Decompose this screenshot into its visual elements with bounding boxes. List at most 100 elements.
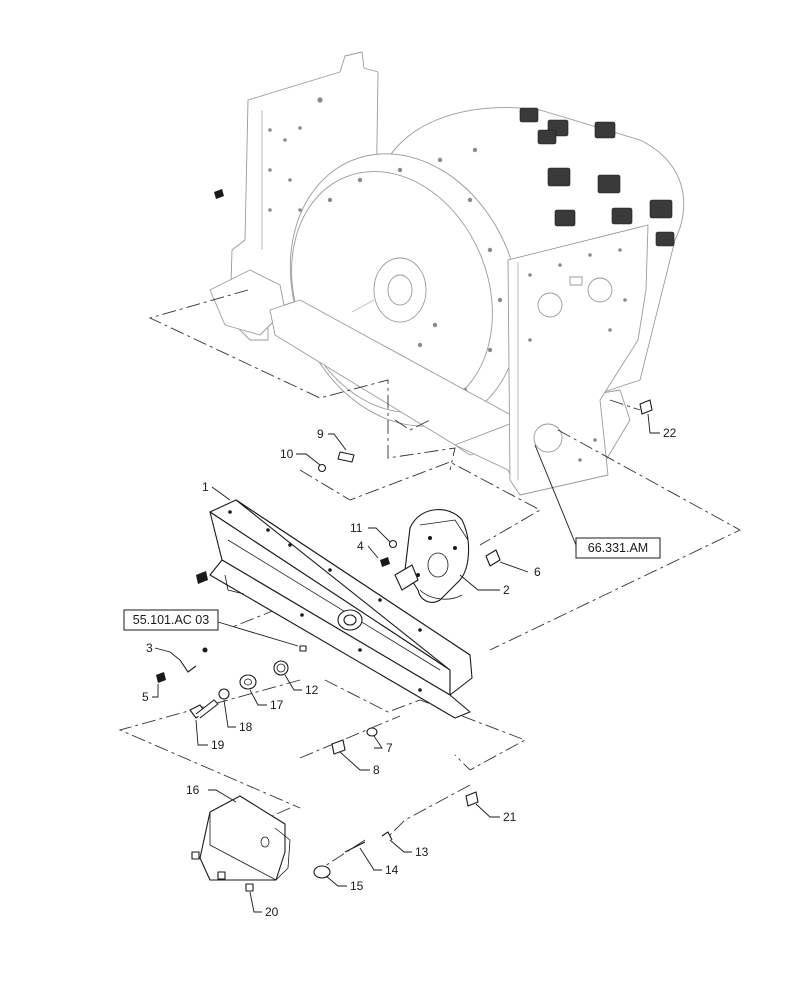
bolt	[327, 197, 333, 203]
bolt	[497, 297, 503, 303]
rotor-teeth	[519, 107, 675, 247]
leader-ref-55	[217, 621, 299, 647]
leader-16	[208, 789, 237, 803]
callout-12: 12	[305, 683, 319, 697]
callout-18: 18	[239, 720, 253, 734]
callout-4: 4	[357, 539, 364, 553]
hardware	[156, 189, 653, 879]
leader-12	[284, 674, 302, 691]
channel-hole	[418, 688, 422, 692]
callout-14: 14	[385, 863, 399, 877]
hole	[558, 263, 562, 267]
connector-55101	[299, 645, 307, 652]
leader-17	[249, 689, 267, 706]
hole	[528, 273, 532, 277]
shield-plate-hole	[428, 536, 432, 540]
callout-16: 16	[186, 783, 200, 797]
hole	[283, 138, 287, 142]
right-plate-holes	[528, 248, 627, 462]
channel-bottom-flange	[209, 559, 471, 719]
channel-inner-edge	[224, 574, 245, 595]
channel-inner-edge	[227, 539, 441, 671]
tooth	[597, 174, 621, 194]
shield-plate-hole	[453, 546, 457, 550]
tooth	[547, 167, 571, 187]
channel-hole	[288, 543, 292, 547]
bolt	[437, 157, 443, 163]
hole	[593, 438, 597, 442]
hole	[288, 178, 292, 182]
cover-plate[interactable]	[191, 795, 291, 892]
nut-8[interactable]	[331, 739, 346, 755]
ring-12[interactable]	[273, 660, 289, 676]
bolt-21[interactable]	[465, 791, 479, 807]
leader-11	[368, 527, 391, 543]
bolt	[357, 177, 363, 183]
leader-13	[389, 839, 412, 853]
ring-15[interactable]	[313, 865, 331, 879]
bracket-3[interactable]	[179, 659, 197, 673]
bolt	[397, 167, 403, 173]
leader-10	[296, 453, 321, 466]
callout-6: 6	[534, 565, 541, 579]
leader-6	[499, 561, 529, 573]
bolt	[472, 147, 478, 153]
nut-10[interactable]	[317, 463, 327, 473]
hole	[618, 248, 622, 252]
bolt-9[interactable]	[337, 451, 355, 463]
cover-plate-hole	[260, 836, 270, 848]
tooth	[554, 209, 576, 227]
leader-3	[154, 647, 181, 661]
reference-55-101[interactable]: 55.101.AC 03	[123, 609, 219, 631]
hole	[268, 128, 272, 132]
bolt	[432, 322, 438, 328]
cover-plate-flange	[274, 827, 291, 881]
washer-17[interactable]	[239, 674, 257, 690]
leader-20	[249, 891, 262, 913]
bolt-22[interactable]	[639, 399, 653, 415]
assembly-line	[299, 715, 401, 759]
tooth	[537, 129, 557, 145]
channel-hole	[378, 598, 382, 602]
bolt-6[interactable]	[485, 549, 501, 567]
leader-15	[325, 875, 347, 887]
nut-5[interactable]	[156, 672, 166, 683]
callout-numbers: 1 2 3 4 5 6 7 8 9 10 11 12 13 14 15 16 1…	[142, 426, 677, 919]
leader-4	[367, 545, 379, 559]
hole	[528, 338, 532, 342]
tooth	[611, 207, 633, 225]
callout-1: 1	[202, 480, 209, 494]
leader-1	[211, 486, 231, 501]
leader-21	[475, 803, 500, 818]
screw-4[interactable]	[380, 557, 390, 567]
hole	[623, 298, 627, 302]
right-plate-hole	[587, 277, 613, 303]
bolt	[487, 347, 493, 353]
pin-14[interactable]	[344, 841, 366, 853]
washer-7[interactable]	[366, 727, 378, 737]
callout-13: 13	[415, 845, 429, 859]
callout-7: 7	[386, 741, 393, 755]
channel-hole	[328, 568, 332, 572]
clip-13[interactable]	[381, 831, 393, 841]
hole	[578, 458, 582, 462]
rotor-assembly-ghost	[209, 51, 685, 496]
callout-17: 17	[270, 698, 284, 712]
assembly-line	[394, 419, 431, 431]
leader-22	[647, 413, 660, 434]
support-channel[interactable]	[196, 499, 473, 719]
reference-label: 66.331.AM	[588, 541, 648, 555]
shield-plate-tab	[394, 564, 419, 591]
washer-18[interactable]	[218, 688, 230, 700]
nut-11[interactable]	[388, 539, 398, 549]
leader-7	[373, 735, 383, 749]
shield-plate[interactable]	[394, 509, 470, 603]
reference-66-331[interactable]: 66.331.AM	[575, 537, 661, 559]
assembly-line	[489, 429, 741, 651]
washer-17-bore	[244, 678, 252, 686]
callout-2: 2	[503, 583, 510, 597]
channel-clip	[196, 571, 208, 584]
leader-ref-66	[534, 444, 577, 546]
